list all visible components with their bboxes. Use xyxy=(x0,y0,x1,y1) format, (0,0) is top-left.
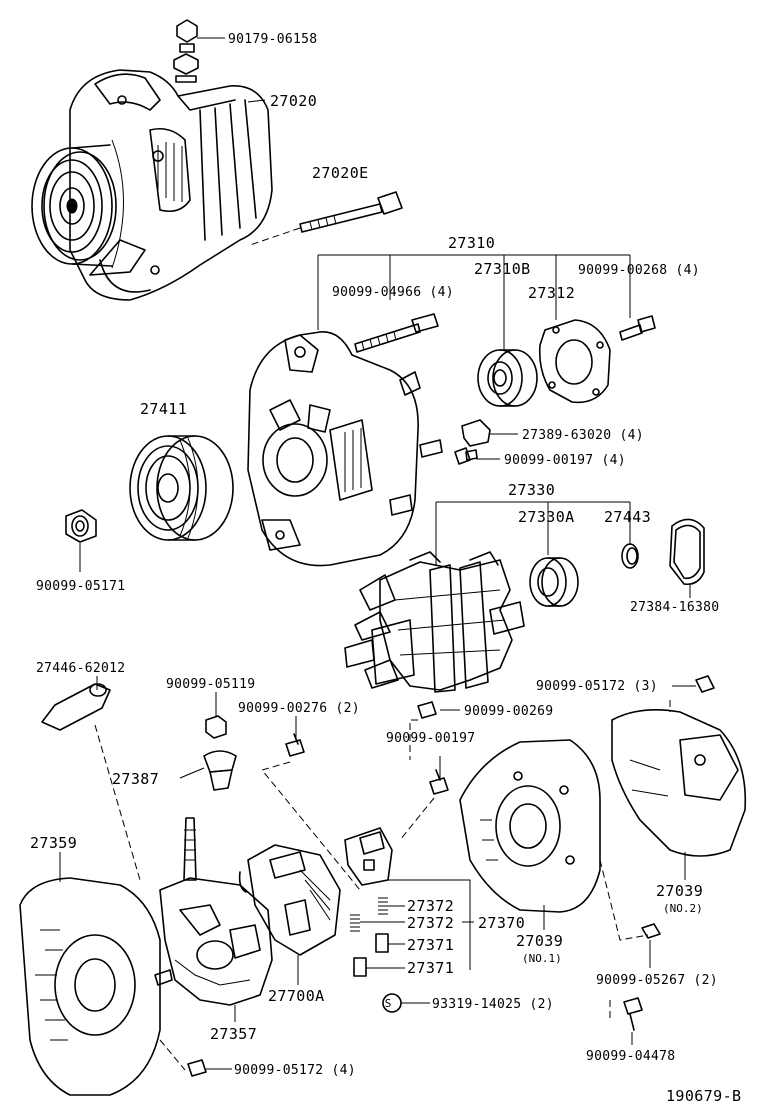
label-27446-62012: 27446-62012 xyxy=(36,661,125,676)
label-27357: 27357 xyxy=(210,1025,257,1043)
rectifier xyxy=(159,817,273,1006)
terminal-insulator-27446 xyxy=(41,683,141,881)
bearing-retainer xyxy=(538,319,611,404)
label-27039-no2: 27039 xyxy=(656,882,703,900)
label-27370: 27370 xyxy=(478,914,525,932)
front-bearing xyxy=(477,349,538,407)
label-27330: 27330 xyxy=(508,481,555,499)
label-90099-05171: 90099-05171 xyxy=(36,579,125,594)
pulley xyxy=(129,435,234,541)
screw-00268 xyxy=(619,315,656,341)
bearing-cover-ring xyxy=(621,543,639,569)
label-s-symbol: S xyxy=(385,997,392,1010)
label-90099-04966: 90099-04966 (4) xyxy=(332,285,454,300)
rotor xyxy=(344,551,525,693)
label-27372-a: 27372 xyxy=(407,897,454,915)
label-27312: 27312 xyxy=(528,284,575,302)
label-90099-05172-4: 90099-05172 (4) xyxy=(234,1063,356,1078)
nut-05267 xyxy=(641,923,661,939)
part-labels: 90179-06158 27020 27020E 27310 27310B 90… xyxy=(30,32,741,1105)
drive-end-frame xyxy=(247,331,443,567)
screw-05172-bottom xyxy=(187,1059,207,1077)
label-90179-06158: 90179-06158 xyxy=(228,32,317,47)
terminal-insulator xyxy=(461,419,491,447)
label-27443: 27443 xyxy=(604,508,651,526)
label-27310B: 27310B xyxy=(474,260,531,278)
figure-id: 190679-B xyxy=(666,1087,741,1105)
voltage-regulator xyxy=(238,844,341,956)
label-90099-00197: 90099-00197 xyxy=(386,731,475,746)
label-27039-no1: 27039 xyxy=(516,932,563,950)
label-27330A: 27330A xyxy=(518,508,575,526)
pulley-nut xyxy=(65,509,97,543)
label-90099-00197-4: 90099-00197 (4) xyxy=(504,453,626,468)
bolt-04478 xyxy=(609,997,643,1031)
rear-end-cover-no1 xyxy=(459,739,649,941)
label-27371-b: 27371 xyxy=(407,959,454,977)
seal-ring xyxy=(669,518,705,586)
screw-00197-top xyxy=(454,447,478,465)
label-27387: 27387 xyxy=(112,770,159,788)
brush-2 xyxy=(353,957,367,977)
label-27389-63020: 27389-63020 (4) xyxy=(522,428,644,443)
screw-00197-mid xyxy=(399,769,449,841)
nut-05119 xyxy=(205,715,227,739)
bolt-04966 xyxy=(354,313,439,353)
label-27020E: 27020E xyxy=(312,164,369,182)
terminal-bushing xyxy=(203,750,237,791)
label-27411: 27411 xyxy=(140,400,187,418)
brush-1 xyxy=(375,933,389,953)
rear-bearing xyxy=(529,557,579,607)
label-27020: 27020 xyxy=(270,92,317,110)
screw-00269 xyxy=(409,701,437,760)
screw-05172-top xyxy=(695,675,715,693)
rear-end-frame xyxy=(19,877,186,1096)
label-90099-05172-3: 90099-05172 (3) xyxy=(536,679,658,694)
label-90099-00268: 90099-00268 (4) xyxy=(578,263,700,278)
label-27039-no2-sub: (NO.2) xyxy=(663,902,703,915)
label-90099-00269: 90099-00269 xyxy=(464,704,553,719)
label-27039-no1-sub: (NO.1) xyxy=(522,952,562,965)
label-27310: 27310 xyxy=(448,234,495,252)
brush-spring-2 xyxy=(350,914,360,932)
brush-spring-1 xyxy=(378,897,388,915)
label-93319-14025: 93319-14025 (2) xyxy=(432,997,554,1012)
alternator-assembly xyxy=(31,19,273,301)
brush-holder xyxy=(344,827,393,886)
label-27372-b: 27372 xyxy=(407,914,454,932)
rear-end-cover-no2 xyxy=(611,700,747,857)
label-27359: 27359 xyxy=(30,834,77,852)
label-90099-05267: 90099-05267 (2) xyxy=(596,973,718,988)
leader-lines xyxy=(59,37,696,1070)
label-27371-a: 27371 xyxy=(407,936,454,954)
label-90099-04478: 90099-04478 xyxy=(586,1049,675,1064)
label-27700A: 27700A xyxy=(268,987,325,1005)
label-27384-16380: 27384-16380 xyxy=(630,600,719,615)
screw-00276 xyxy=(261,733,361,891)
label-90099-05119: 90099-05119 xyxy=(166,677,255,692)
label-90099-00276: 90099-00276 (2) xyxy=(238,701,360,716)
through-bolt xyxy=(249,191,403,246)
